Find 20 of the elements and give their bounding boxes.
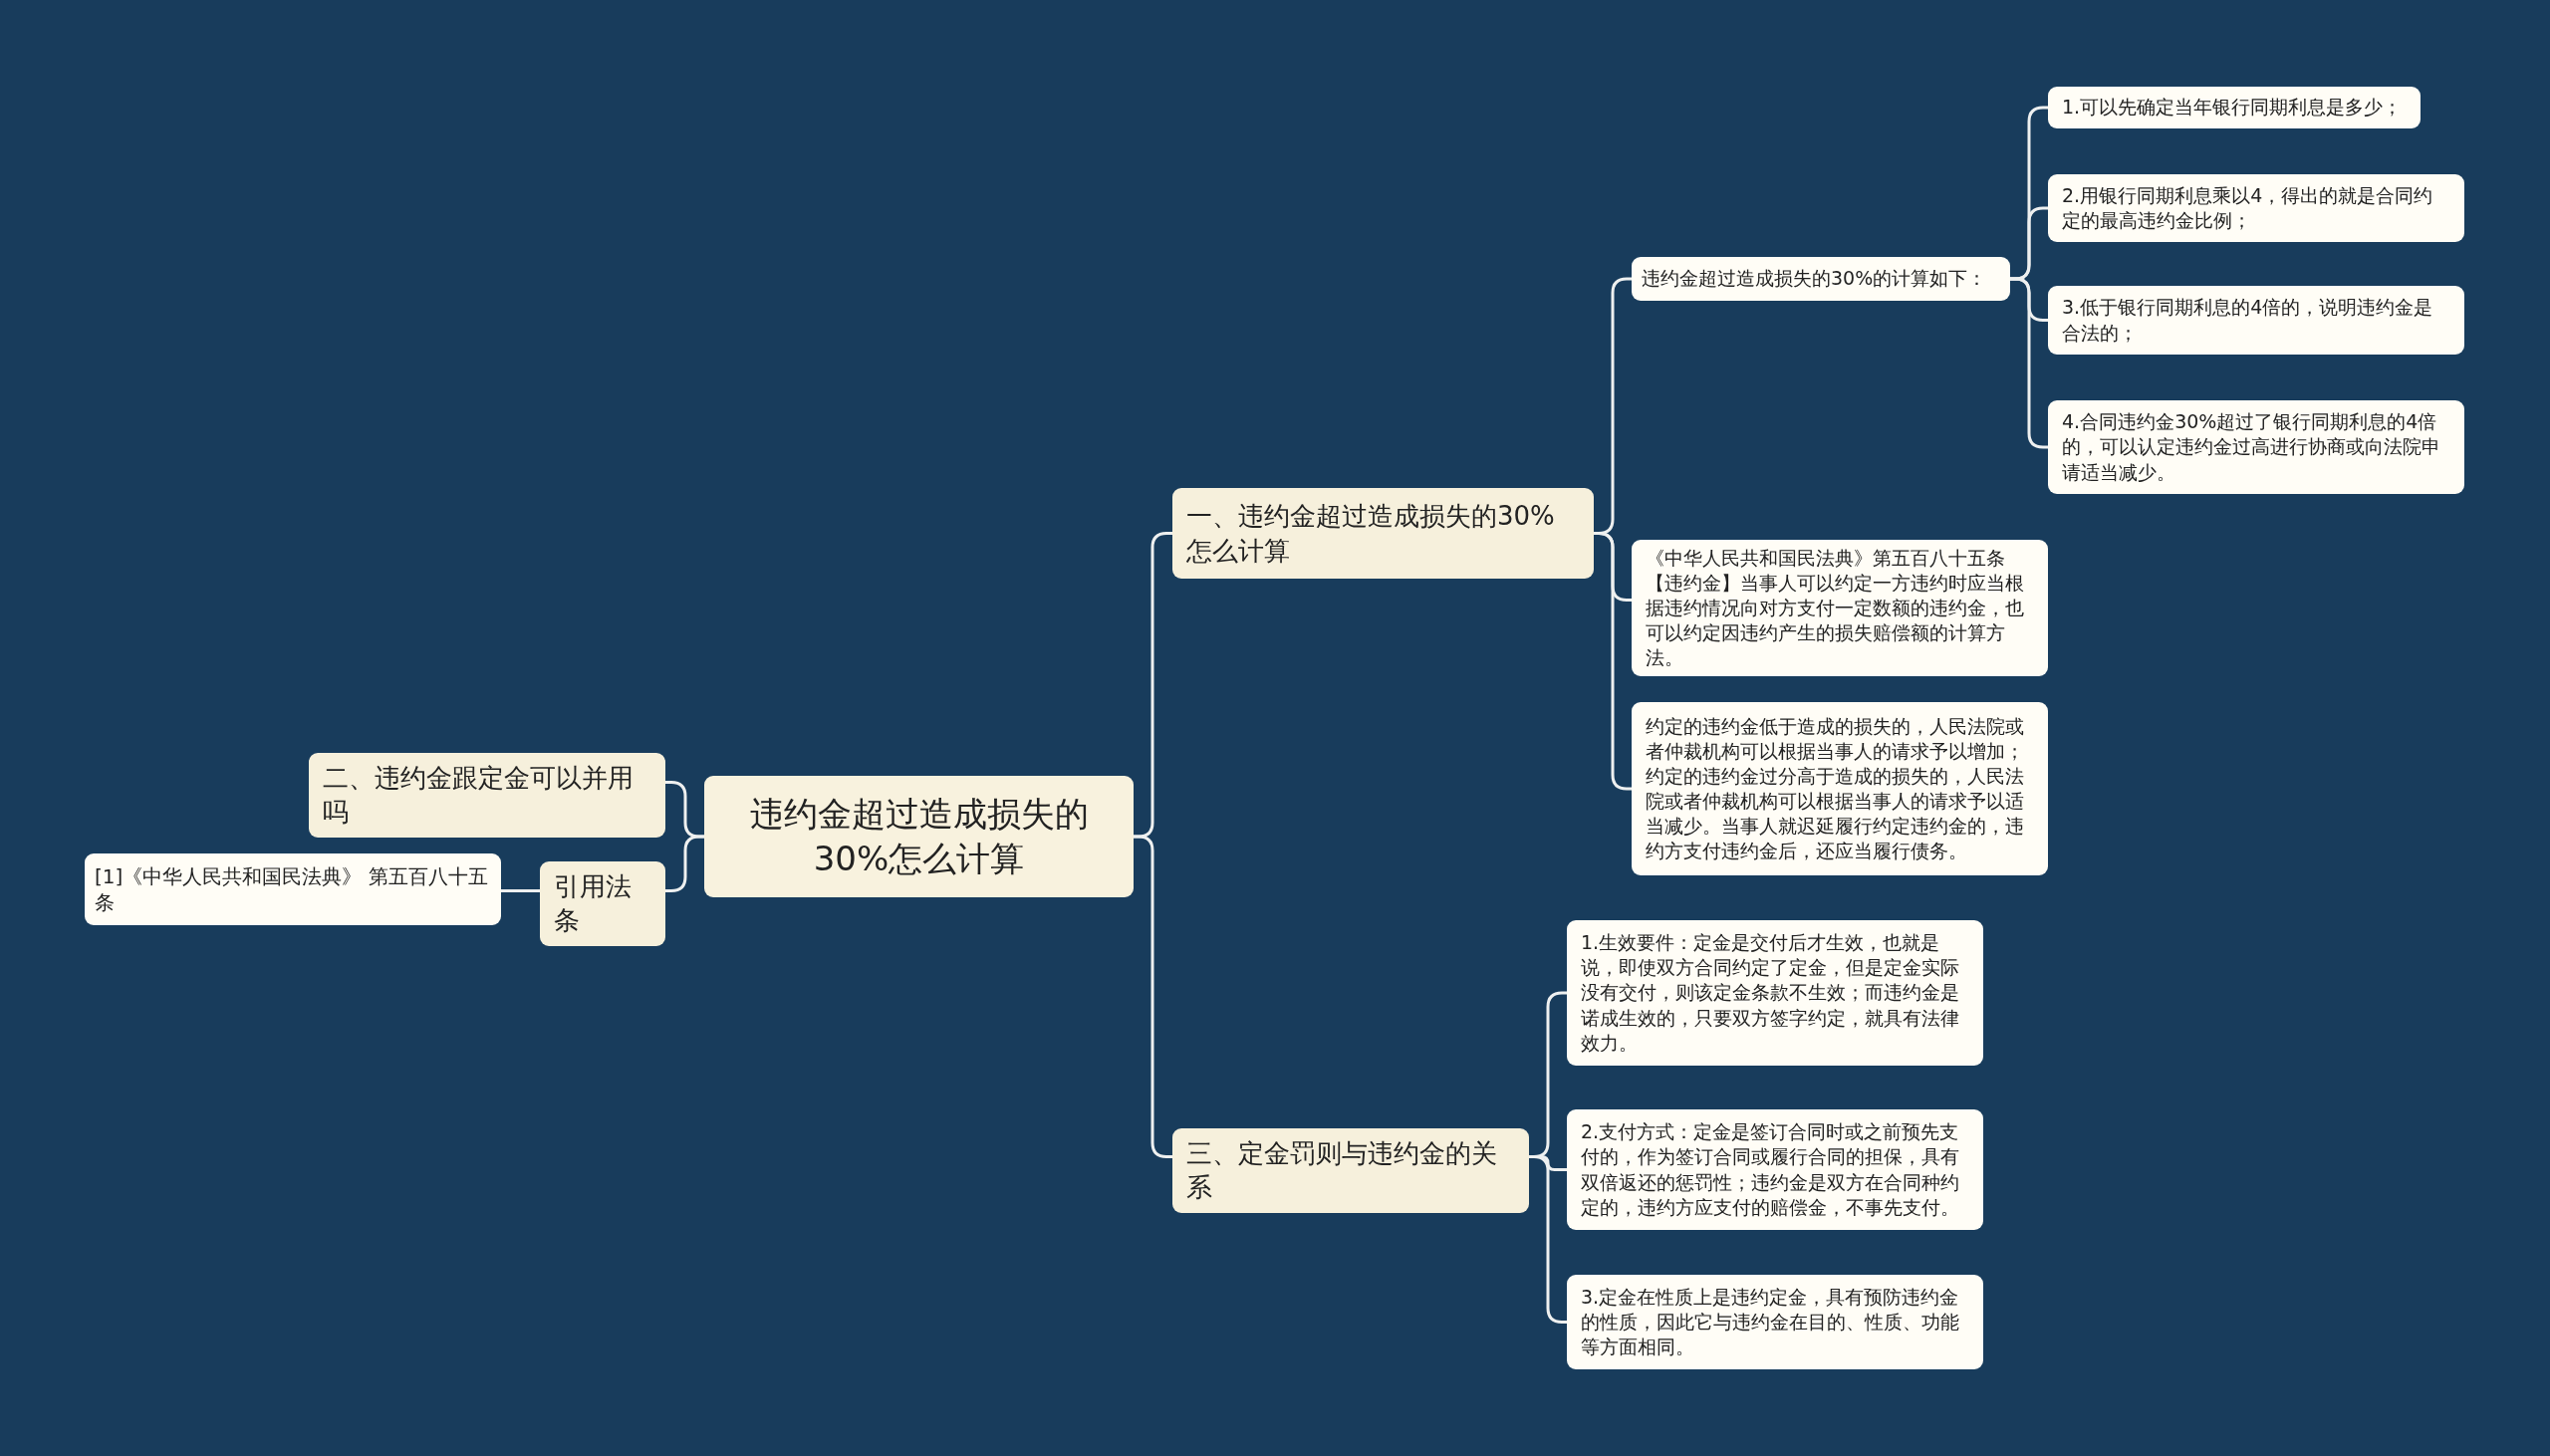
text-box: 1.生效要件：定金是交付后才生效，也就是说，即使双方合同约定了定金，但是定金实际没有交付，则该定金条款不生效；而违约金是诺成生效的，只要双方签字约定，就具有法律效力。 [1567,920,1983,1066]
connector-line [2010,277,2048,449]
topic-box: 一、违约金超过造成损失的30%怎么计算 [1172,488,1594,579]
text-box: 2.用银行同期利息乘以4，得出的就是合同约定的最高违约金比例； [2048,174,2464,242]
topic-box: 二、违约金跟定金可以并用吗 [309,753,665,838]
reference-box: [1]《中华人民共和国民法典》 第五百八十五条 [85,853,501,925]
connector-line [1594,532,1632,791]
text-box: 约定的违约金低于造成的损失的，人民法院或者仲裁机构可以根据当事人的请求予以增加；约定的违约金过分高于造成的损失的，人民法院或者仲裁机构可以根据当事人的请求予以适当减少。当事人就迟延履行约定违约金的，违约方支付违约金后，还应当履行债务。 [1632,702,2048,875]
text-box: 2.支付方式：定金是签订合同时或之前预先支付的，作为签订合同或履行合同的担保，具有双倍返还的惩罚性；违约金是双方在合同种约定的，违约方应支付的赔偿金，不事先支付。 [1567,1109,1983,1230]
text-box: 《中华人民共和国民法典》第五百八十五条【违约金】当事人可以约定一方违约时应当根据违约情况向对方支付一定数额的违约金，也可以约定因违约产生的损失赔偿额的计算方法。 [1632,540,2048,677]
central-topic-box: 违约金超过造成损失的30%怎么计算 [704,776,1134,897]
subtopic-box: 违约金超过造成损失的30%的计算如下： [1632,257,2010,301]
connector-line [1529,1155,1567,1324]
text-box: 1.可以先确定当年银行同期利息是多少； [2048,87,2421,128]
connector-line [501,889,540,892]
text-box: 3.定金在性质上是违约定金，具有预防违约金的性质，因此它与违约金在目的、性质、功能等方面相同。 [1567,1275,1983,1369]
text-box: 3.低于银行同期利息的4倍的，说明违约金是合法的； [2048,286,2464,355]
topic-box: 三、定金罚则与违约金的关系 [1172,1128,1529,1213]
topic-box: 引用法条 [540,861,665,946]
text-box: 4.合同违约金30%超过了银行同期利息的4倍的，可以认定违约金过高进行协商或向法院申请适当减少。 [2048,400,2464,494]
